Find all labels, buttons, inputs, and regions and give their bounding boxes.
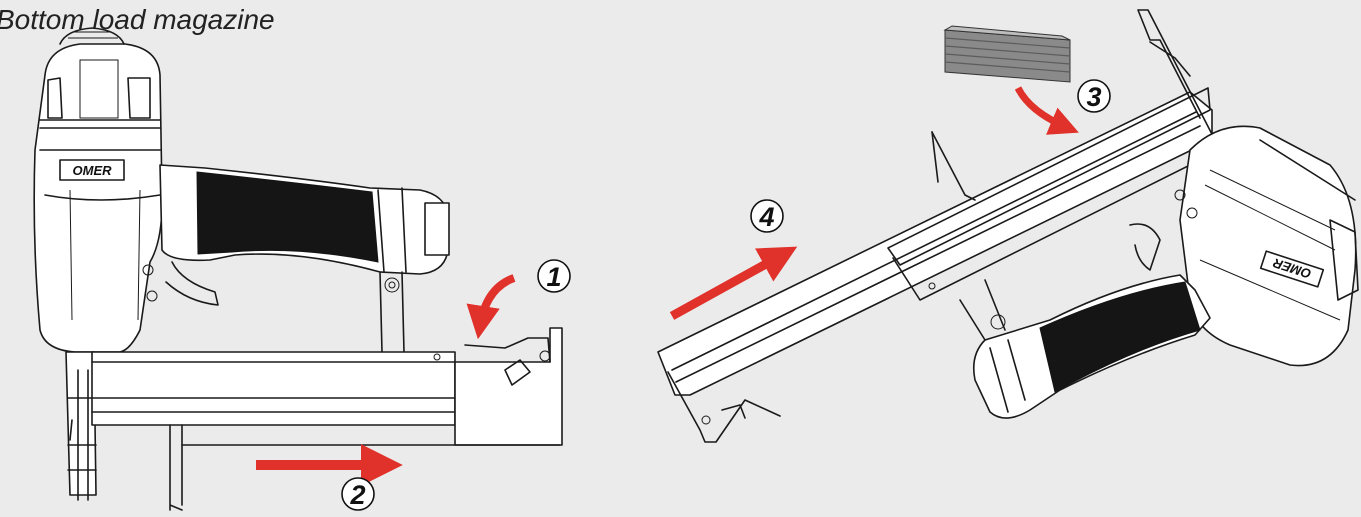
step-4-badge (750, 199, 784, 233)
handle-grip (196, 171, 379, 263)
step-1-badge (537, 259, 571, 293)
step-1-arrow (466, 274, 516, 340)
step-3-badge (1077, 79, 1111, 113)
svg-text:1: 1 (546, 262, 561, 292)
step-3: 3 (1014, 79, 1111, 135)
step-2-badge (341, 477, 375, 511)
svg-text:2: 2 (349, 480, 365, 510)
svg-text:4: 4 (758, 202, 774, 232)
stapler-head (33, 43, 163, 353)
svg-text:OMER: OMER (73, 163, 113, 178)
step-4-arrow (669, 246, 798, 320)
stapler-left-view: OMER (33, 27, 563, 511)
diagram-title: Bottom load magazine (0, 4, 275, 35)
open-magazine-latch (667, 371, 781, 443)
step-3-arrow (1014, 86, 1079, 135)
magazine (91, 351, 456, 426)
step-4: 4 (669, 199, 798, 320)
svg-text:3: 3 (1086, 82, 1101, 112)
trigger (165, 261, 219, 306)
brand-plate-left: OMER (59, 159, 125, 181)
step-2: 2 (256, 444, 403, 511)
handle-grip-right (1039, 281, 1201, 393)
stapler-right-view: OMER (657, 9, 1359, 443)
staple-strip (943, 25, 1071, 83)
step-1: 1 (466, 259, 571, 340)
stapler-head-right (1179, 125, 1357, 367)
